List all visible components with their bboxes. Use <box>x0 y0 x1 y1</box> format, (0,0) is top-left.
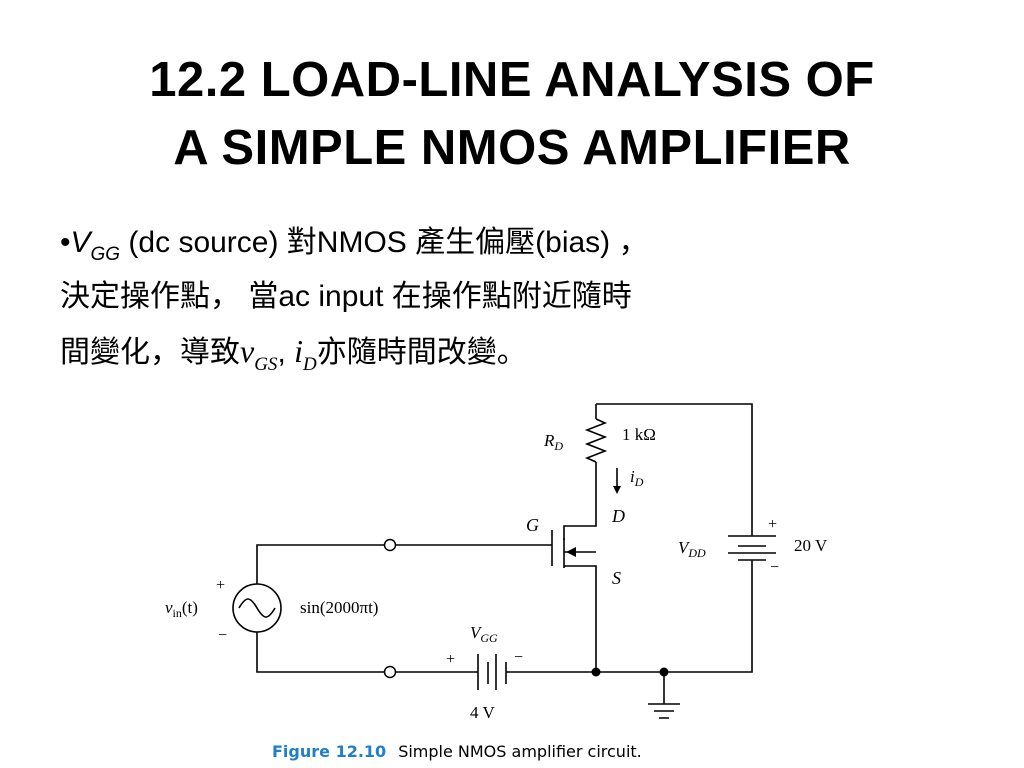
bullet-line-1: •VGG (dc source) 對NMOS 產生偏壓(bias) ， <box>60 216 980 270</box>
wire-rd-to-drain <box>563 462 597 540</box>
vgg-subscript: GG <box>90 244 121 265</box>
title-line-1: 12.2 LOAD-LINE ANALYSIS OF <box>149 53 875 107</box>
vin-minus: − <box>218 627 227 644</box>
vdd-plus: + <box>768 516 777 533</box>
vdd-minus: − <box>770 559 779 576</box>
vgg-plus: + <box>446 651 455 668</box>
rd-label: RD <box>543 431 563 453</box>
bullet-line-3: 間變化，導致vGS, iD亦隨時間改變。 <box>60 324 980 380</box>
vgs-symbol: v <box>240 333 255 369</box>
resistor-rd <box>584 418 608 463</box>
junction-ground <box>659 667 669 677</box>
id-arrowhead <box>613 486 621 494</box>
bullet-text-2: 決定操作點， 當ac input 在操作點附近隨時 <box>60 280 632 313</box>
vin-plus: + <box>216 577 225 594</box>
junction-source <box>591 667 601 677</box>
bullet-text-4: 亦隨時間改變。 <box>316 336 527 369</box>
bullet-paragraph: •VGG (dc source) 對NMOS 產生偏壓(bias) ， 決定操作… <box>60 216 980 380</box>
rd-value: 1 kΩ <box>622 425 656 444</box>
vgs-subscript: GS <box>254 354 278 375</box>
ground-symbol <box>648 703 680 719</box>
bullet-separator: , <box>277 336 295 369</box>
mosfet-arrow <box>566 547 576 557</box>
id-symbol: i <box>294 333 303 369</box>
figure-number: Figure 12.10 <box>272 742 387 761</box>
gate-label: G <box>526 515 539 535</box>
bullet-text-3: 間變化，導致 <box>60 336 240 369</box>
gate-terminal <box>383 538 397 552</box>
wire-vin-bottom <box>256 632 384 673</box>
id-subscript: D <box>303 354 317 375</box>
vdd-value: 20 V <box>794 536 828 555</box>
vin-label: vin(t) <box>165 598 198 620</box>
bullet-text-1: (dc source) 對NMOS 產生偏壓(bias) ， <box>120 226 649 259</box>
vgg-terminal <box>383 665 397 679</box>
vgg-value: 4 V <box>470 703 495 722</box>
vin-sine-icon <box>238 598 276 618</box>
source-label: S <box>612 568 621 588</box>
wire-vin-top <box>256 544 384 584</box>
bullet-line-2: 決定操作點， 當ac input 在操作點附近隨時 <box>60 270 980 324</box>
vgg-minus: − <box>514 649 523 666</box>
id-label: iD <box>630 467 644 489</box>
vin-expression: sin(2000πt) <box>300 598 378 617</box>
wire-source <box>564 565 597 672</box>
vdd-label: VDD <box>678 538 706 560</box>
figure-caption-text: Simple NMOS amplifier circuit. <box>398 742 642 761</box>
vgg-label: VGG <box>470 623 498 645</box>
wire-top <box>596 403 753 536</box>
slide-title: 12.2 LOAD-LINE ANALYSIS OF A SIMPLE NMOS… <box>0 46 1024 182</box>
figure-caption: Figure 12.10 Simple NMOS amplifier circui… <box>272 742 642 761</box>
title-line-2: A SIMPLE NMOS AMPLIFIER <box>173 121 851 175</box>
wire-vdd-bottom <box>596 560 753 673</box>
vin-source <box>232 583 282 633</box>
bullet-marker: • <box>60 226 71 259</box>
vgg-symbol: V <box>70 226 91 259</box>
drain-label: D <box>611 506 625 526</box>
